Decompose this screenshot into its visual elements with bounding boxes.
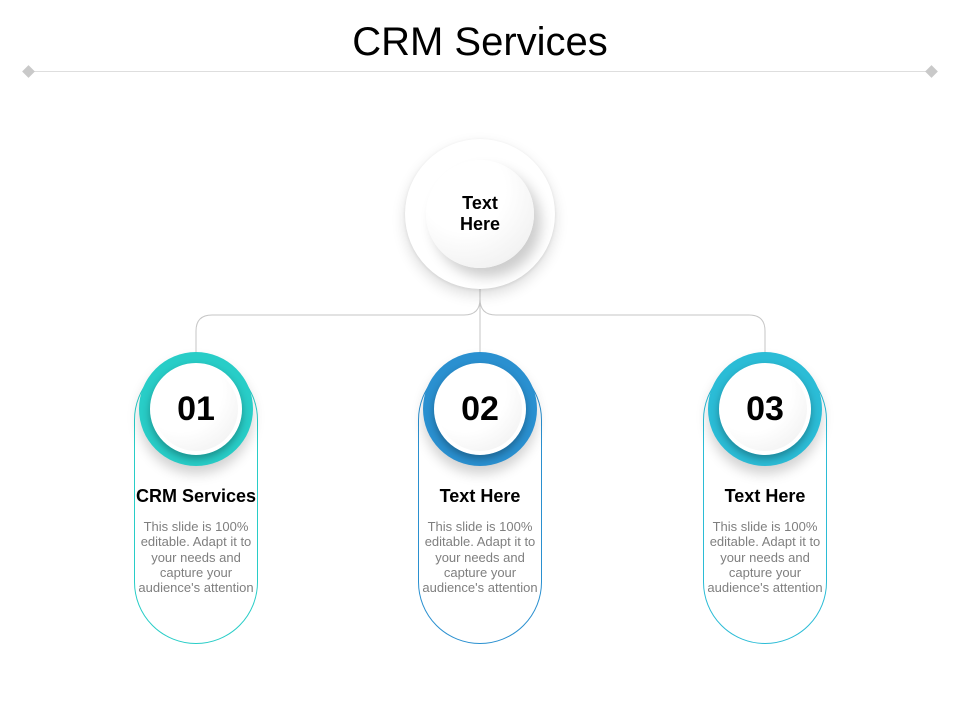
- item-heading: CRM Services: [135, 486, 257, 506]
- item-number: 03: [719, 363, 811, 455]
- item-number: 02: [434, 363, 526, 455]
- item-number-ring: 02: [423, 352, 537, 466]
- item-number: 01: [150, 363, 242, 455]
- item-description: This slide is 100% editable. Adapt it to…: [138, 519, 254, 596]
- item-heading: Text Here: [724, 486, 806, 506]
- item-heading: Text Here: [439, 486, 521, 506]
- center-node: Text Here: [405, 139, 555, 289]
- page-title: CRM Services: [352, 20, 608, 64]
- item-number-ring: 03: [708, 352, 822, 466]
- title-divider-line: [28, 71, 932, 72]
- item-description: This slide is 100% editable. Adapt it to…: [422, 519, 538, 596]
- item-number-ring: 01: [139, 352, 253, 466]
- center-node-label: Text Here: [426, 160, 534, 268]
- item-description: This slide is 100% editable. Adapt it to…: [707, 519, 823, 596]
